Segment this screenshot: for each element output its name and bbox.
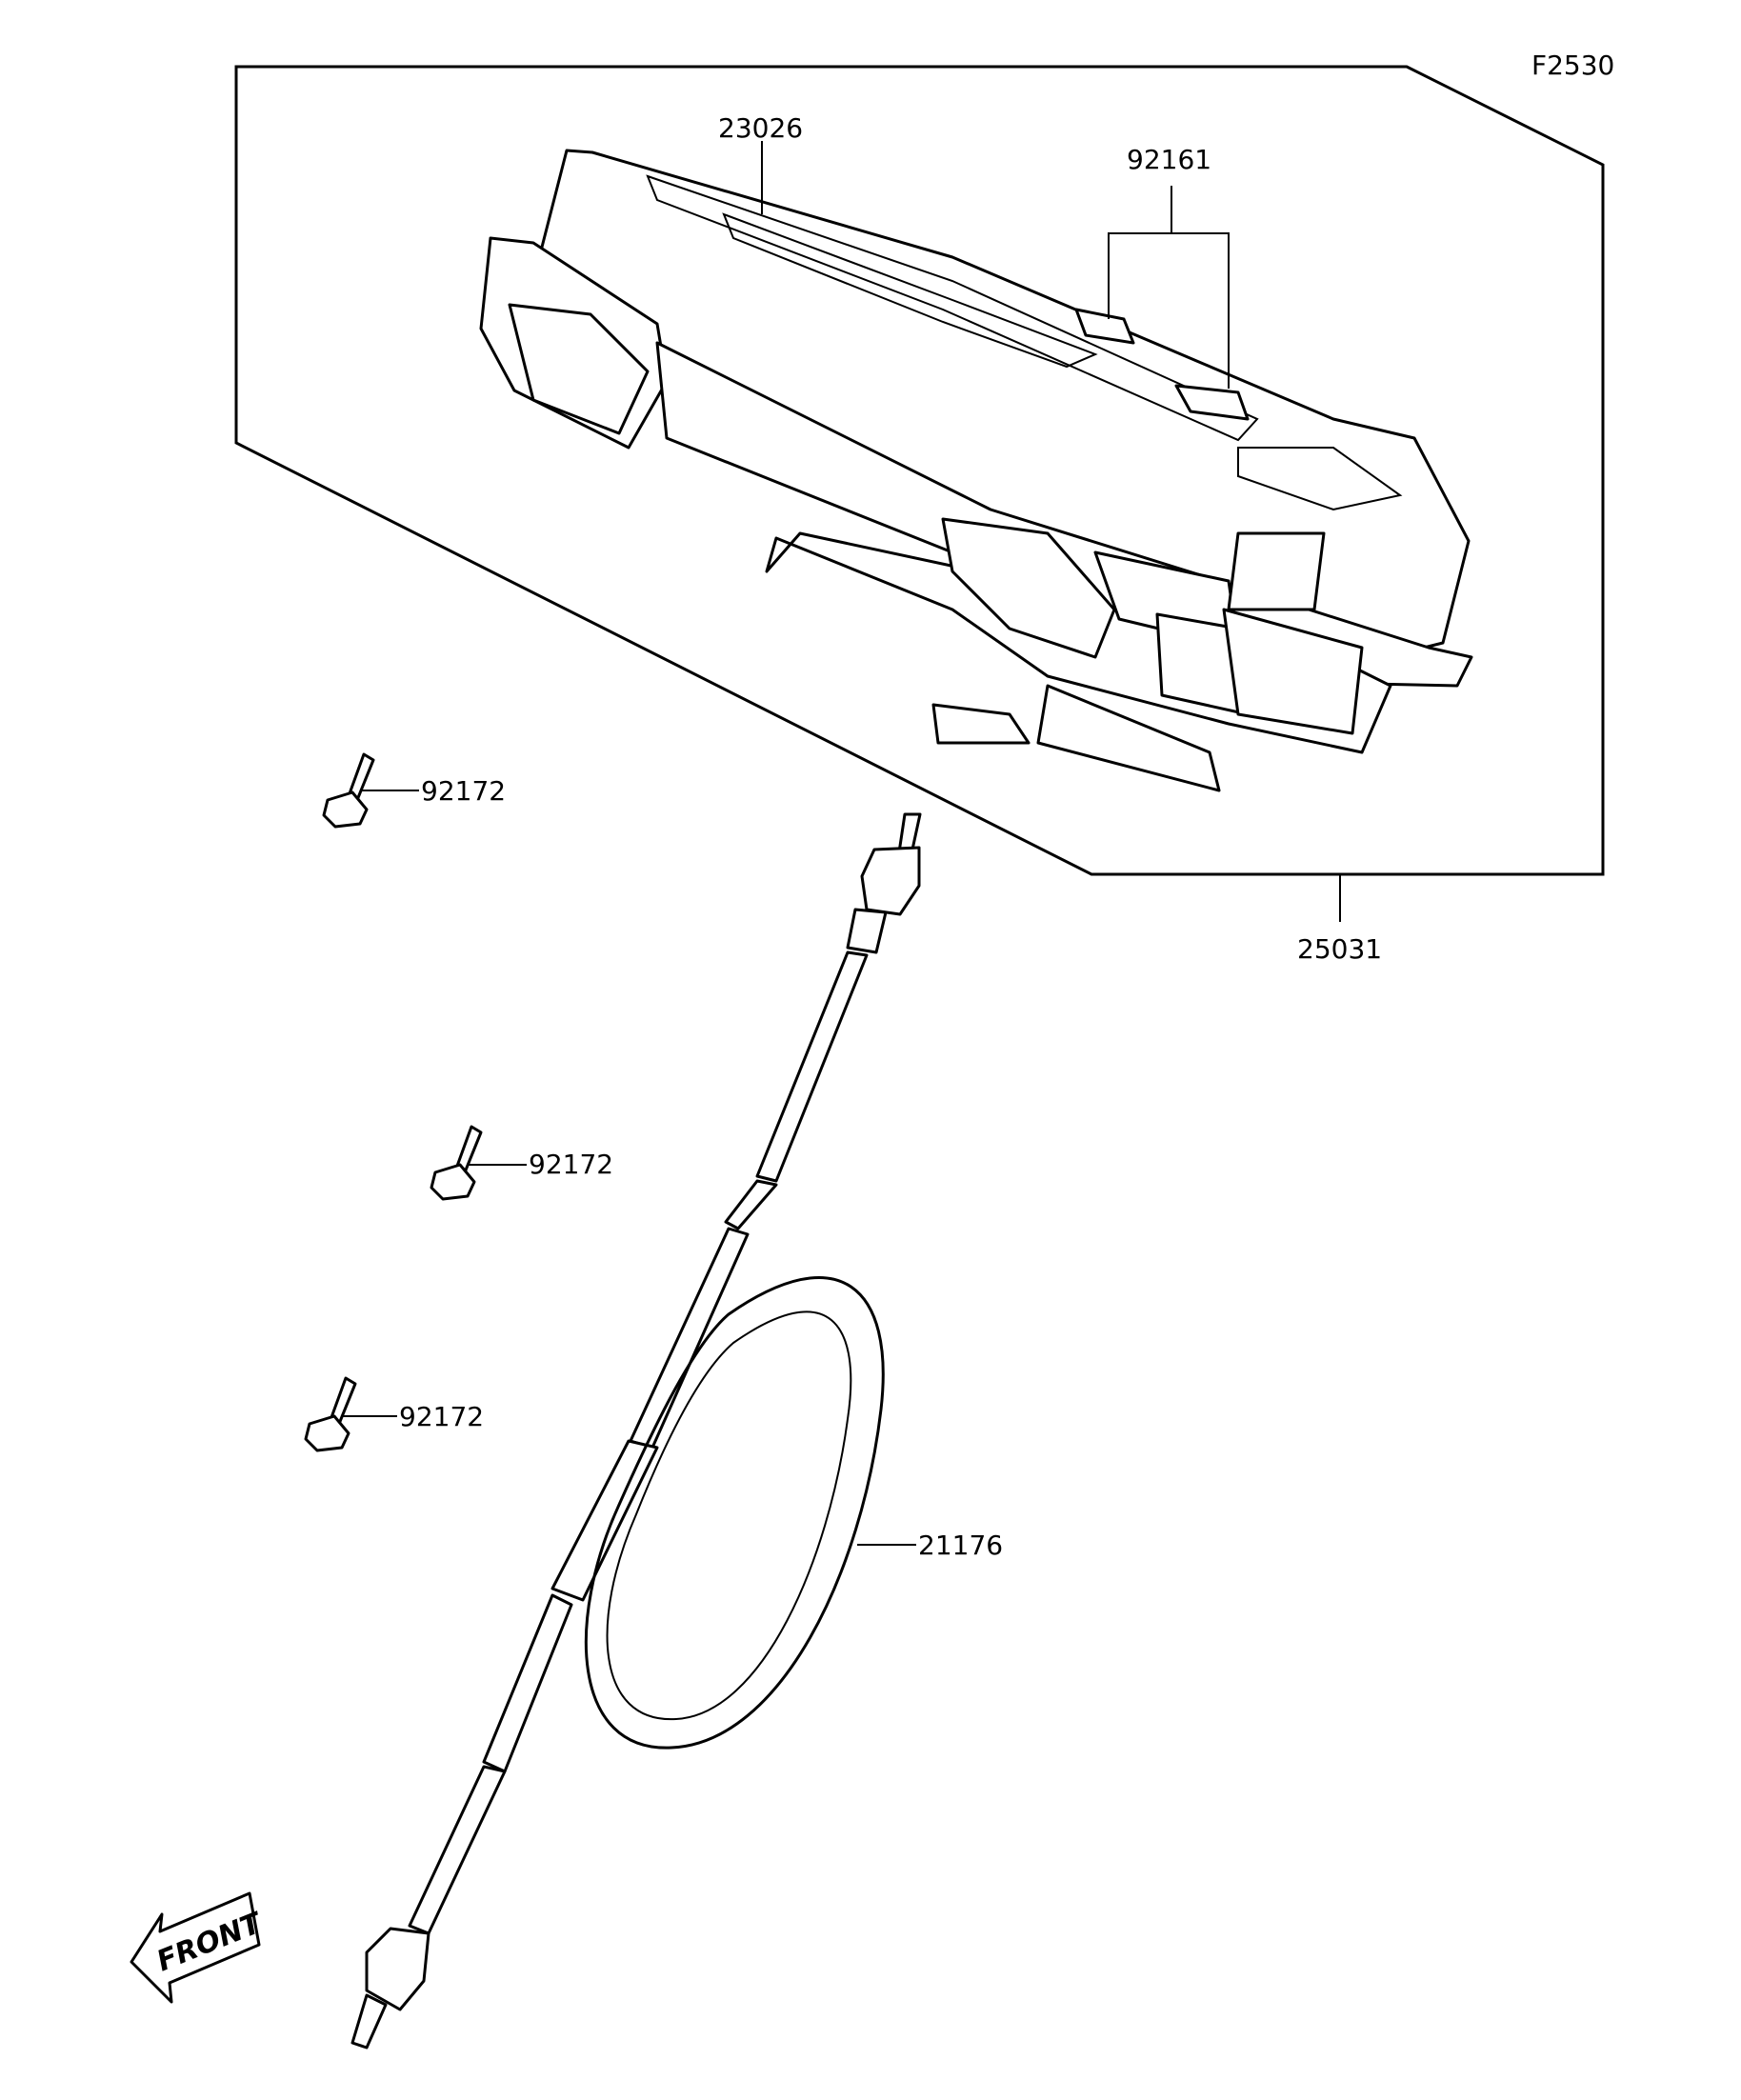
assembly-outline bbox=[234, 65, 1605, 876]
label-92172-1: 92172 bbox=[421, 775, 506, 807]
label-23026: 23026 bbox=[718, 112, 803, 144]
meter-housing bbox=[479, 149, 1473, 792]
speedometer-cable bbox=[350, 812, 922, 2050]
label-25031: 25031 bbox=[1297, 933, 1382, 965]
leader-92161 bbox=[1108, 232, 1230, 389]
label-92172-2: 92172 bbox=[529, 1149, 613, 1180]
screw-1 bbox=[322, 752, 419, 829]
screw-3 bbox=[304, 1376, 397, 1452]
label-92161: 92161 bbox=[1127, 144, 1211, 175]
label-21176: 21176 bbox=[918, 1530, 1003, 1561]
label-92172-3: 92172 bbox=[399, 1401, 484, 1432]
screw-2 bbox=[430, 1125, 527, 1201]
diagram-code: F2530 bbox=[1531, 50, 1614, 81]
front-arrow-icon: FRONT bbox=[130, 1891, 269, 2004]
